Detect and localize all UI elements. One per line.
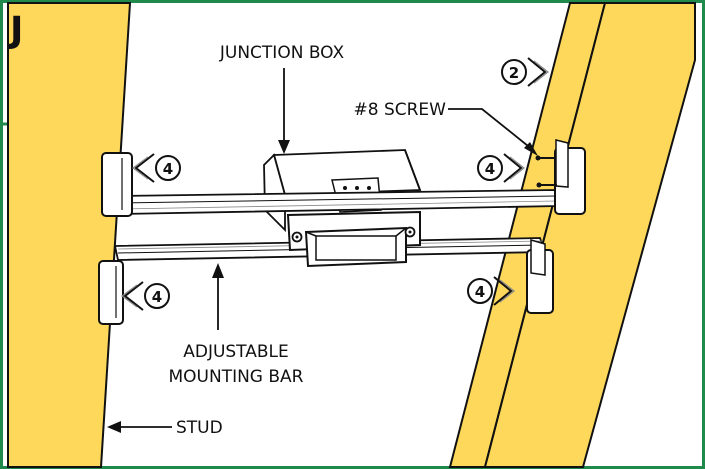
screw-label: #8 SCREW (354, 100, 447, 120)
leader-stud (107, 421, 172, 433)
leader-mounting-bar (212, 263, 224, 330)
step-callout-top-right: 2 (501, 57, 549, 87)
screw-upper (535, 155, 556, 161)
bracket-top-left (101, 152, 133, 217)
stud-edge-line (486, 9, 604, 461)
screw-lower (536, 182, 557, 188)
step-callout-bracket-top-left: 4 (131, 153, 181, 183)
bracket-top-right (554, 139, 586, 215)
left-stud (7, 1, 132, 468)
leader-junction-box (278, 68, 290, 154)
bracket-bottom-left (98, 260, 124, 325)
step-number: 2 (509, 64, 519, 82)
leader-screw (448, 108, 538, 156)
mounting-bar-label-line2: MOUNTING BAR (168, 367, 303, 387)
bracket-bottom-right (526, 239, 554, 314)
step-callout-bracket-bottom-right: 4 (467, 276, 515, 306)
step-callout-bracket-top-right: 4 (477, 153, 525, 183)
stud-label: STUD (176, 418, 223, 438)
step-number: 4 (485, 160, 495, 178)
junction-box-label: JUNCTION BOX (219, 43, 345, 63)
step-number: 4 (475, 283, 485, 301)
bar-clamp (286, 210, 421, 268)
mounting-bar-label-line1: ADJUSTABLE (183, 342, 289, 362)
step-number: 4 (152, 288, 162, 306)
step-callout-bracket-bottom-left: 4 (120, 281, 170, 311)
step-number: 4 (163, 160, 173, 178)
panel-letter: J (7, 10, 23, 51)
